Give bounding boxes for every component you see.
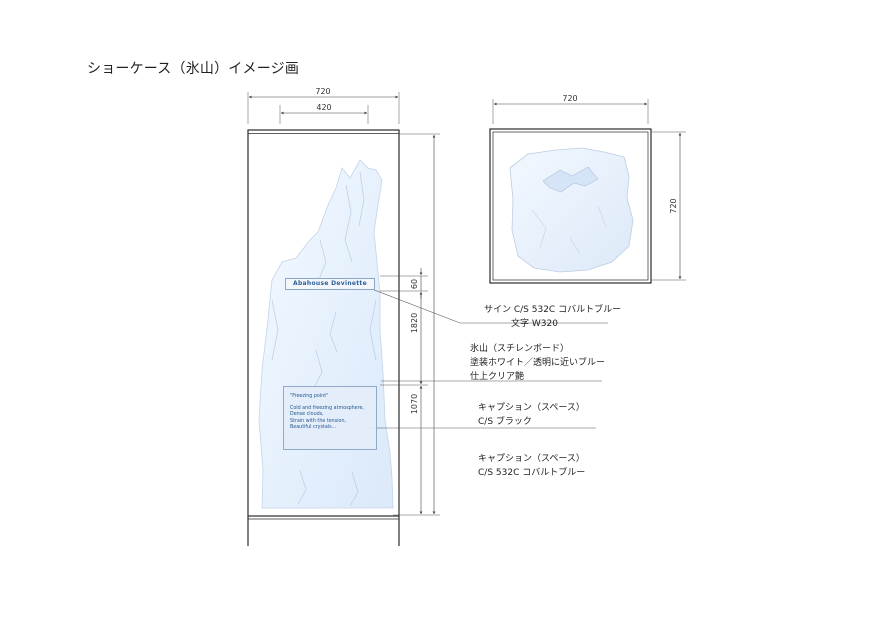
annotation-caption-blue-line2: C/S 532C コバルトブルー [478, 468, 586, 478]
annotation-iceberg-line1: 氷山（スチレンボード） [470, 344, 570, 354]
dimension-height-sign: 60 [380, 268, 428, 299]
annotation-sign-line1: サイン C/S 532C コバルトブルー [484, 305, 622, 315]
top-view-frame-inner [492, 131, 649, 281]
leader-sign [363, 285, 608, 324]
dimension-width-inner: 420 [279, 103, 369, 124]
caption-panel: "Freezing point" Cold and freezing atmos… [283, 386, 377, 450]
dimension-height-middle: 1820 [410, 292, 423, 385]
dimension-top-width: 720 [492, 94, 649, 124]
annotation-caption-black-line2: C/S ブラック [478, 417, 532, 427]
caption-line: Cold and freezing atmosphere, [290, 405, 364, 411]
svg-text:1820: 1820 [410, 313, 419, 333]
dimension-height-lower: 1070 [380, 384, 428, 515]
caption-line: Strain with the tension, [290, 418, 347, 424]
annotation-iceberg-line2: 塗装ホワイト／透明に近いブルー [470, 358, 606, 368]
annotation-sign-line2: 文字 W320 [511, 319, 558, 329]
caption-title: "Freezing point" [290, 394, 329, 399]
iceberg-top-texture [531, 205, 607, 255]
annotation-caption-black: キャプション（スペース） C/S ブラック [478, 401, 585, 429]
annotation-caption-black-line1: キャプション（スペース） [478, 403, 585, 413]
annotation-caption-blue: キャプション（スペース） C/S 532C コバルトブルー [478, 452, 585, 480]
caption-line: Dense clouds, [290, 412, 324, 418]
svg-text:420: 420 [316, 103, 331, 112]
page-title: ショーケース（氷山）イメージ画 [87, 61, 300, 77]
svg-text:720: 720 [562, 94, 577, 103]
iceberg-texture [271, 171, 377, 507]
iceberg-top-facet [542, 166, 599, 193]
top-view-frame-outer [489, 128, 652, 284]
leader-lines [363, 285, 608, 429]
svg-text:720: 720 [315, 87, 330, 96]
svg-text:720: 720 [669, 198, 678, 213]
top-view: 720 720 [489, 94, 686, 284]
sign-panel: Abahouse Devinette [285, 278, 375, 290]
svg-text:60: 60 [410, 279, 419, 289]
front-view: 720 420 60 1820 1070 [247, 87, 440, 546]
iceberg-top [509, 147, 634, 273]
dimension-width-outer: 720 [247, 87, 400, 124]
annotation-iceberg: 氷山（スチレンボード） 塗装ホワイト／透明に近いブルー 仕上クリア艶 [470, 342, 605, 384]
dimension-top-depth: 720 [651, 131, 686, 281]
annotation-sign: サイン C/S 532C コバルトブルー 文字 W320 [484, 303, 621, 331]
iceberg-front [258, 159, 394, 509]
showcase-frame [247, 129, 400, 517]
annotation-iceberg-line3: 仕上クリア艶 [470, 372, 525, 382]
caption-line: Beautiful crystals... [290, 425, 337, 431]
annotation-caption-blue-line1: キャプション（スペース） [478, 454, 585, 464]
dimension-height-total [393, 133, 440, 516]
svg-text:1070: 1070 [410, 394, 419, 414]
